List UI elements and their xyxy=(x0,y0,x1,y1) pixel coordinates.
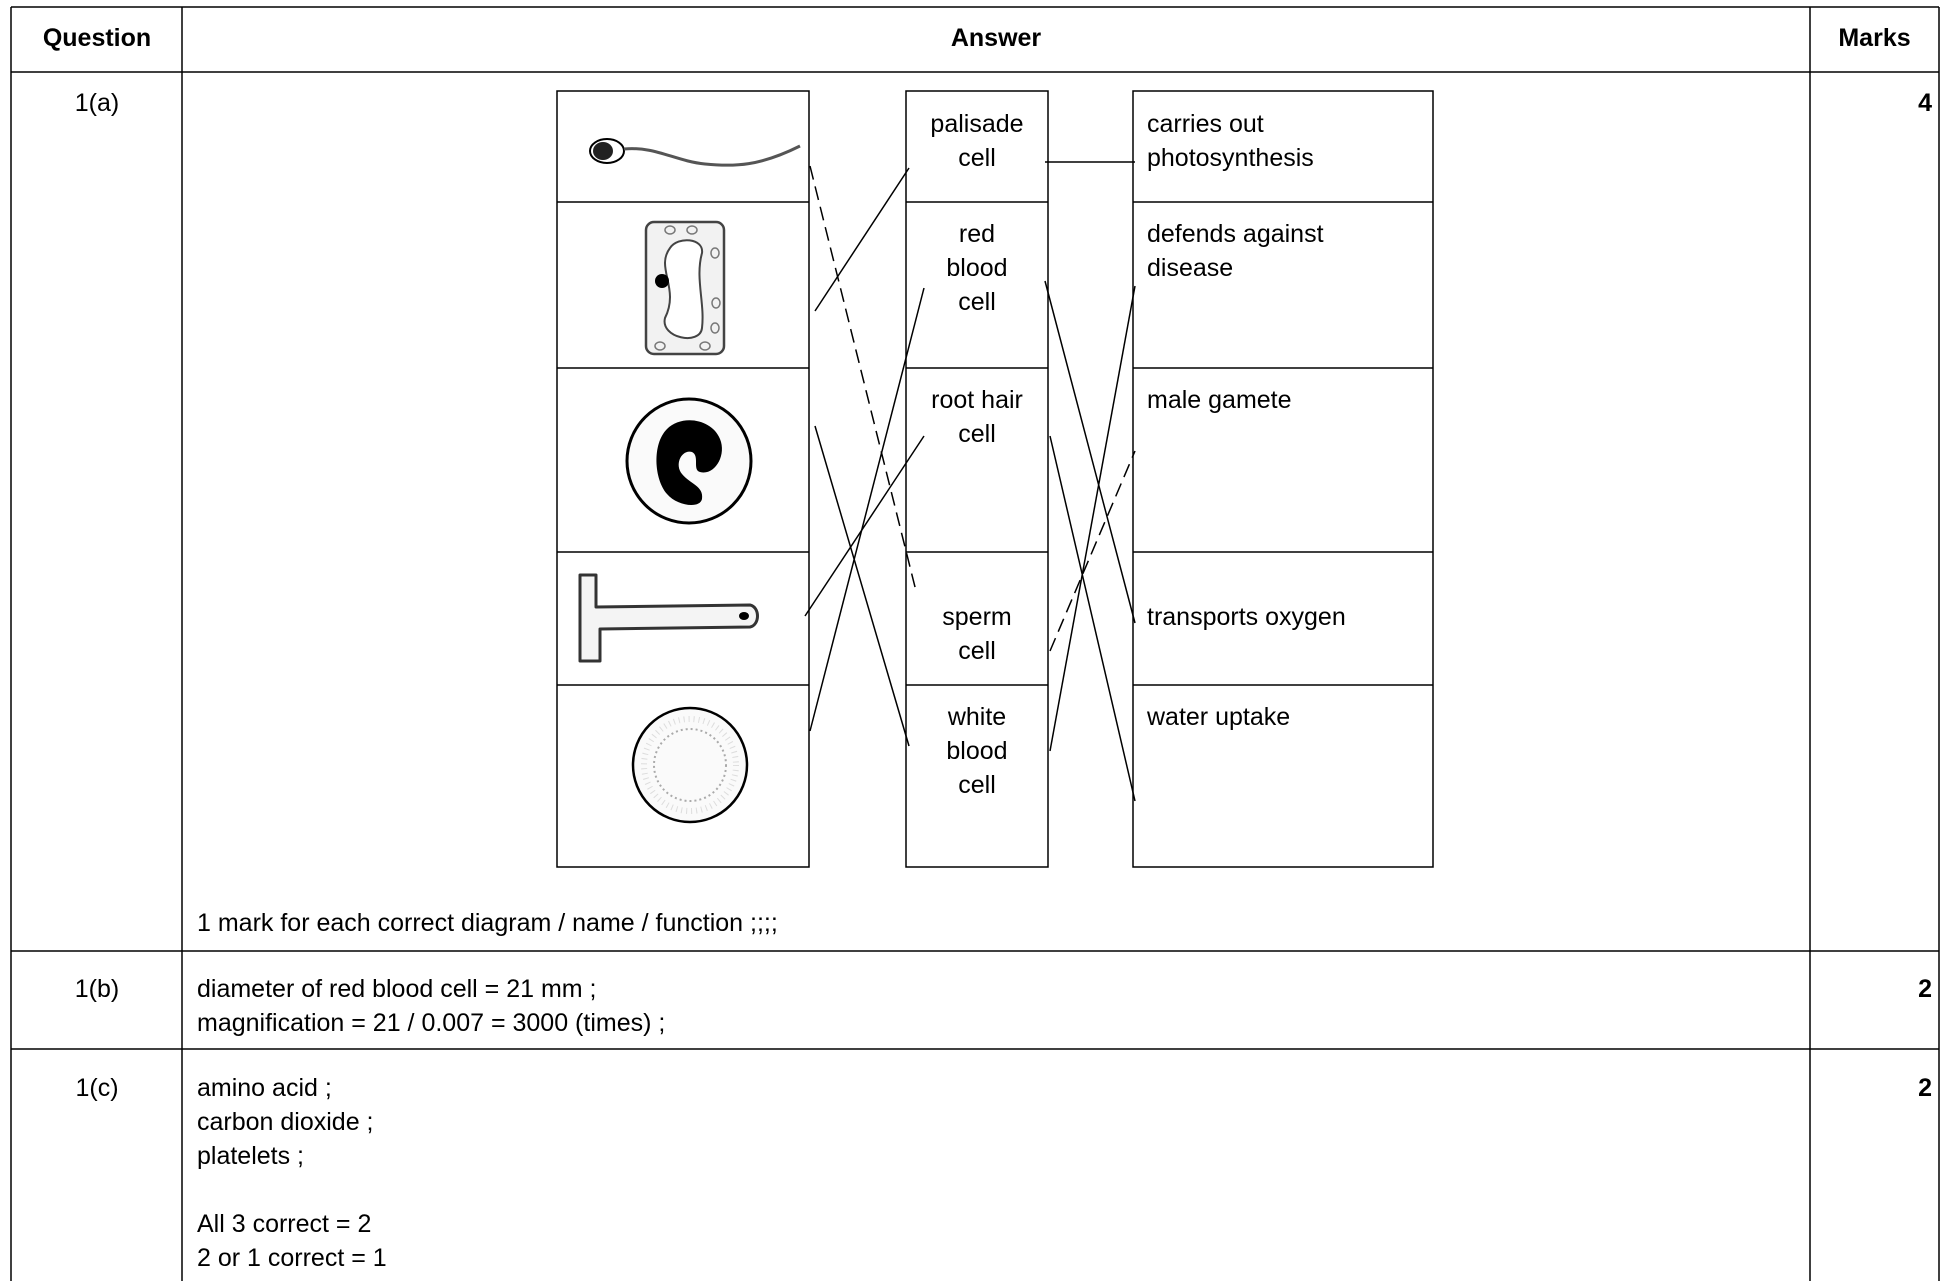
table-grid xyxy=(10,6,1940,1281)
link-roothair-diagram-name xyxy=(804,435,925,617)
answer-1c-line-5: All 3 correct = 2 xyxy=(197,1210,372,1238)
answer-1c-line-1: amino acid ; xyxy=(197,1074,332,1102)
white-blood-cell-icon xyxy=(625,397,753,525)
link-rbc-diagram-name xyxy=(809,287,925,732)
function-water-uptake: water uptake xyxy=(1147,703,1291,731)
question-number-1c: 1(c) xyxy=(75,1074,119,1102)
answer-1c-line-2: carbon dioxide ; xyxy=(197,1108,374,1136)
mark-scheme-table: Question Answer Marks 1(a) 4 xyxy=(10,6,1940,1281)
mark-note-1a: 1 mark for each correct diagram / name /… xyxy=(197,909,778,937)
root-hair-cell-icon xyxy=(578,573,759,663)
function-transports-oxygen: transports oxygen xyxy=(1147,603,1346,631)
red-blood-cell-icon xyxy=(631,706,749,824)
name-palisade-cell: palisade cell xyxy=(930,110,1024,172)
sperm-cell-icon xyxy=(589,138,801,167)
header-question: Question xyxy=(42,24,152,52)
name-sperm-cell: sperm cell xyxy=(942,603,1012,665)
matching-lines xyxy=(804,161,1136,802)
answer-1b-line-1: diameter of red blood cell = 21 mm ; xyxy=(197,975,597,1003)
question-number-1b: 1(b) xyxy=(74,975,120,1003)
palisade-cell-icon xyxy=(644,220,726,356)
question-number-1a: 1(a) xyxy=(74,89,120,117)
function-defends-against-disease: defends against disease xyxy=(1147,220,1324,282)
marks-1c: 2 xyxy=(1918,1074,1932,1102)
link-wbc-name-function xyxy=(1049,285,1136,752)
link-sperm-name-function xyxy=(1049,450,1136,652)
answer-1c-line-3: platelets ; xyxy=(197,1142,305,1170)
answer-1c-line-6: 2 or 1 correct = 1 xyxy=(197,1244,387,1272)
function-male-gamete: male gamete xyxy=(1147,386,1292,414)
answer-1b-line-2: magnification = 21 / 0.007 = 3000 (times… xyxy=(197,1009,666,1037)
link-palisade-diagram-name xyxy=(814,167,910,312)
header-marks: Marks xyxy=(1838,24,1911,52)
name-root-hair-cell: root hair cell xyxy=(931,386,1023,448)
matching-boxes xyxy=(556,90,1434,868)
matching-diagram: palisade cell red blood cell root hair c… xyxy=(10,6,1940,951)
marks-1a: 4 xyxy=(1918,89,1932,117)
function-photosynthesis: carries out photosynthesis xyxy=(1147,110,1314,172)
marks-1b: 2 xyxy=(1918,975,1932,1003)
link-wbc-diagram-name xyxy=(814,425,910,747)
name-red-blood-cell: red blood cell xyxy=(946,220,1008,316)
link-sperm-diagram-name xyxy=(809,165,917,592)
link-roothair-name-function xyxy=(1049,435,1136,802)
header-answer: Answer xyxy=(950,24,1042,52)
link-rbc-name-function xyxy=(1044,280,1136,624)
name-white-blood-cell: white blood cell xyxy=(946,703,1008,799)
